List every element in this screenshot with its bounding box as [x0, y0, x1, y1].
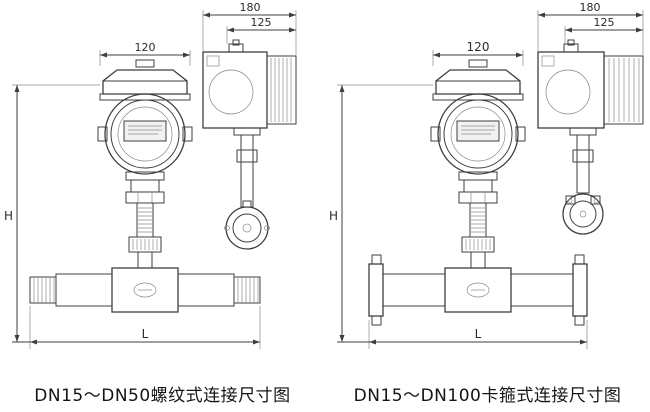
- side-thread-fitting-mid: [232, 213, 262, 243]
- lcd-display: [123, 120, 167, 142]
- neck-flange: [125, 171, 165, 181]
- cap-ribs: [270, 58, 292, 122]
- transmitter-dome: [435, 69, 521, 95]
- right-lug: [515, 126, 526, 142]
- cap-ribs: [608, 58, 640, 122]
- side-housing: [537, 51, 605, 129]
- brand-logo-oval: [133, 282, 157, 298]
- side-housing: [202, 51, 268, 129]
- figure-threaded-connection: 120 180 125 H: [4, 1, 297, 406]
- side-clamp-fitting-outer: [562, 193, 604, 235]
- caption-clamp: DN15～DN100卡箍式连接尺寸图: [353, 386, 622, 406]
- side-clamp-fitting-center: [579, 210, 587, 218]
- meter-front-view: [29, 59, 261, 313]
- side-top-stub: [232, 39, 240, 46]
- clamp-bolt-top-right: [574, 254, 585, 265]
- side-flange: [569, 127, 597, 136]
- dim-label-H: H: [4, 209, 13, 223]
- dome-flange: [432, 93, 524, 101]
- clamp-bolt-bottom-right: [574, 315, 585, 326]
- clamp-bolt-bottom-left: [371, 315, 382, 326]
- clamp-band-tab-right: [590, 195, 601, 205]
- neck: [130, 179, 160, 193]
- neck: [463, 179, 493, 193]
- dimension-180: 180: [537, 1, 644, 56]
- side-top-stub: [567, 39, 575, 46]
- lower-connector: [470, 251, 486, 269]
- dimension-L: L: [337, 320, 588, 349]
- pipe-tube-right: [510, 273, 574, 307]
- gauge-bezel-inner: [117, 106, 173, 162]
- dim-label-180: 180: [240, 1, 261, 14]
- hex-nut: [125, 191, 165, 204]
- dim-label-L: L: [142, 327, 149, 341]
- hex-nut: [458, 191, 498, 204]
- lcd-display: [456, 120, 500, 142]
- dimension-H: H: [4, 84, 100, 342]
- side-thread-fitting-outer: [225, 206, 269, 250]
- side-collar: [572, 149, 594, 163]
- pipe-tube-left: [55, 273, 113, 307]
- dimension-120: 120: [432, 40, 524, 66]
- clamp-bolt-top-left: [371, 254, 382, 265]
- gauge-bezel-inner: [450, 106, 506, 162]
- gauge-bezel-mid: [443, 99, 513, 169]
- dome-flange: [99, 93, 191, 101]
- clamp-meter-drawing: 120 180 125 H: [329, 1, 644, 349]
- dim-label-H: H: [329, 209, 338, 223]
- top-knob: [468, 59, 488, 68]
- meter-side-view: [202, 39, 297, 250]
- clamp-band-tab-left: [565, 195, 576, 205]
- transmitter-dome: [102, 69, 188, 95]
- neck-flange: [458, 171, 498, 181]
- figure-clamp-connection: 120 180 125 H: [325, 0, 650, 412]
- dimension-120: 120: [99, 41, 191, 66]
- threaded-meter-drawing: 120 180 125 H: [4, 1, 297, 349]
- left-lug: [97, 126, 108, 142]
- top-knob: [135, 59, 155, 68]
- side-stem: [240, 134, 254, 208]
- dim-label-180: 180: [580, 1, 601, 14]
- right-lug: [182, 126, 193, 142]
- dimension-L: L: [12, 306, 261, 349]
- side-sight-glass: [208, 69, 254, 115]
- side-sight-glass: [545, 69, 591, 115]
- dim-label-120: 120: [467, 40, 490, 54]
- dimension-H: H: [329, 84, 433, 342]
- dimension-180: 180: [202, 1, 297, 56]
- dim-label-120: 120: [135, 41, 156, 54]
- threaded-end-left: [29, 276, 57, 304]
- dimension-125: 125: [226, 16, 296, 44]
- dim-label-125: 125: [594, 16, 615, 29]
- side-collar: [236, 149, 258, 163]
- side-thread-fitting-center: [242, 223, 252, 233]
- clamp-end-left: [368, 263, 384, 317]
- left-lug: [430, 126, 441, 142]
- side-hinge: [541, 55, 555, 67]
- gauge-bezel-outer: [437, 93, 519, 175]
- ribbed-cap: [603, 55, 644, 125]
- dim-label-L: L: [475, 327, 482, 341]
- pipe-tube-right: [177, 273, 235, 307]
- ribbed-cap: [266, 55, 297, 125]
- side-hinge: [206, 55, 220, 67]
- lower-connector: [137, 251, 153, 269]
- lcd-text-lines: [461, 125, 495, 135]
- gauge-bezel-mid: [110, 99, 180, 169]
- brand-logo-oval: [466, 282, 490, 298]
- caption-threaded: DN15～DN50螺纹式连接尺寸图: [34, 386, 291, 406]
- side-flange: [233, 127, 261, 136]
- meter-front-view: [368, 59, 588, 326]
- side-clamp-fitting-mid: [569, 200, 597, 228]
- meter-side-view: [537, 39, 644, 235]
- lcd-text-lines: [128, 125, 162, 135]
- gauge-bezel-outer: [104, 93, 186, 175]
- pipe-tube-left: [382, 273, 446, 307]
- side-stem: [576, 134, 590, 194]
- threaded-end-right: [233, 276, 261, 304]
- clamp-end-right: [572, 263, 588, 317]
- side-fitting-tab: [242, 200, 252, 208]
- dim-label-125: 125: [251, 16, 272, 29]
- dimension-125: 125: [564, 16, 643, 44]
